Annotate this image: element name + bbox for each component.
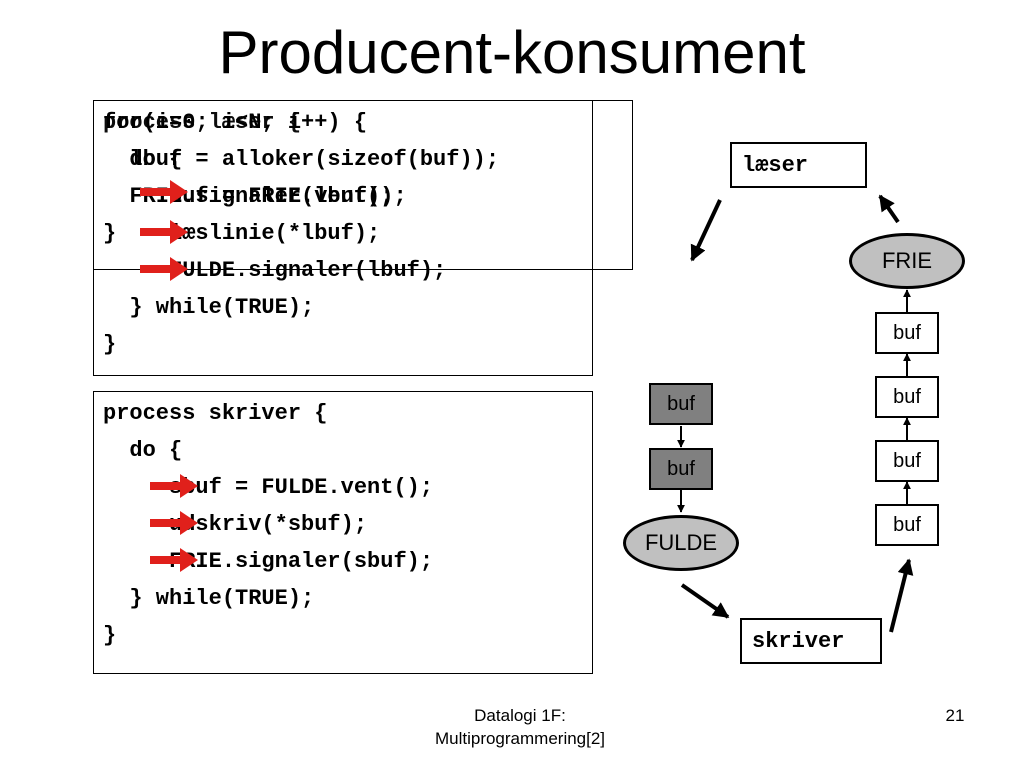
frie-semaphore: FRIE — [849, 233, 965, 289]
laeser-code-line-5: FULDE.signaler(lbuf); — [103, 258, 447, 283]
skriver-node: skriver — [740, 618, 882, 664]
skriver-code-line-2: do { — [103, 438, 183, 463]
edge-skriver-to-buf4 — [889, 558, 914, 633]
skriver-code-line-7: } — [103, 623, 117, 648]
skriver-code-line-4: udskriv(*sbuf); — [103, 512, 368, 537]
init-code-line-4: } — [103, 221, 117, 246]
init-code-line-2: lbuf = alloker(sizeof(buf)); — [103, 147, 500, 172]
slide-title: Producent-konsument — [218, 19, 806, 86]
skriver-code-line-1: process skriver { — [103, 401, 328, 426]
free-buffer-4: buf — [875, 504, 939, 546]
free-buffer-2: buf — [875, 376, 939, 418]
skriver-code-line-5: FRIE.signaler(sbuf); — [103, 549, 434, 574]
fulde-semaphore: FULDE — [623, 515, 739, 571]
init-code-box — [93, 100, 633, 270]
footer-course: Datalogi 1F: Multiprogrammering[2] — [380, 704, 660, 750]
page-number: 21 — [945, 706, 965, 725]
laeser-node: læser — [730, 142, 867, 188]
arrow-right-icon — [140, 220, 188, 244]
laeser-code-line-1: process læser { — [103, 110, 302, 135]
free-buffer-1: buf — [875, 312, 939, 354]
laeser-code-line-7: } — [103, 332, 117, 357]
arrow-right-icon — [140, 257, 188, 281]
arrow-right-icon — [150, 511, 198, 535]
edge-fulde-to-skriver — [680, 583, 730, 619]
skriver-code-box — [93, 391, 593, 674]
laeser-code-line-6: } while(TRUE); — [103, 295, 315, 320]
edge-frie-to-laeser — [878, 194, 900, 224]
init-code-line-1: for(i=0; i<N; i++) { — [103, 110, 368, 135]
edge-laeser-to-fulde — [690, 199, 722, 262]
full-buffer-2: buf — [649, 448, 713, 490]
free-buffer-3: buf — [875, 440, 939, 482]
laeser-code-line-4: læslinie(*lbuf); — [103, 221, 381, 246]
laeser-code-line-2: do { — [103, 147, 183, 172]
skriver-code-line-6: } while(TRUE); — [103, 586, 315, 611]
footer-line-1: Datalogi 1F: — [474, 706, 566, 725]
footer-line-2: Multiprogrammering[2] — [434, 729, 606, 748]
arrow-right-icon — [140, 180, 188, 204]
full-buffer-1: buf — [649, 383, 713, 425]
arrow-right-icon — [150, 548, 198, 572]
arrow-right-icon — [150, 474, 198, 498]
